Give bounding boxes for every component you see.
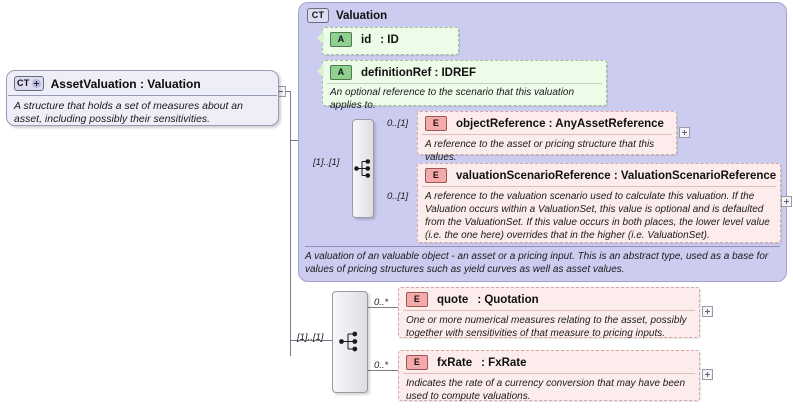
element-badge-icon-2: E [425,168,447,183]
cardinality-valuationscenarioreference: 0..[1] [387,191,409,202]
plus-icon [31,79,41,88]
cardinality-objectreference: 0..[1] [387,118,409,129]
element-doc-valuationscenarioreference: A reference to the valuation scenario us… [425,191,770,241]
valuation-group-name: Valuation [336,9,388,22]
expand-valuationscenarioreference-icon[interactable] [781,196,792,207]
root-type-name: AssetValuation : Valuation [50,76,201,91]
connector-seq2-to-quote [368,307,398,308]
cardinality-sequence-2: [1]..[1] [297,332,324,343]
element-row-valuationscenarioreference: E valuationScenarioReference : Valuation… [418,164,780,186]
element-box-quote[interactable]: E quote : Quotation One or more numerica… [398,287,700,339]
element-badge-icon-4: E [406,355,428,370]
element-row-objectreference: E objectReference : AnyAssetReference [418,112,676,134]
element-type-fxrate: : FxRate [481,356,527,369]
sequence-icon [354,159,371,178]
element-box-objectreference[interactable]: E objectReference : AnyAssetReference A … [417,111,677,163]
expand-objectreference-icon[interactable] [679,127,690,138]
root-divider [8,95,277,96]
element-divider-fxrate [403,373,695,374]
attribute-badge-icon: A [330,32,352,47]
element-box-fxrate[interactable]: E fxRate : FxRate Indicates the rate of … [398,350,700,402]
complextype-badge-icon: CT [14,76,44,91]
root-type-title-row: CT AssetValuation : Valuation [7,71,278,95]
cardinality-fxrate: 0..* [374,360,389,371]
element-name-fxrate: fxRate [437,356,473,369]
root-type-box[interactable]: CT AssetValuation : Valuation A structur… [6,70,279,126]
element-box-valuationscenarioreference[interactable]: E valuationScenarioReference : Valuation… [417,163,781,243]
element-row-quote: E quote : Quotation [399,288,699,310]
attribute-type-id: : ID [380,33,399,46]
expand-fxrate-icon[interactable] [702,369,713,380]
element-badge-icon: E [425,116,447,131]
element-doc-fxrate: Indicates the rate of a currency convers… [406,378,686,402]
element-divider-valuationscenarioreference [422,186,776,187]
connector-trunk-main [290,91,291,356]
valuation-group-documentation: A valuation of an valuable object - an a… [305,246,780,276]
element-divider-objectreference [422,134,672,135]
element-type-quote: : Quotation [477,293,539,306]
attribute-name-id: id [361,33,372,46]
complextype-badge-icon-group: CT [307,8,329,23]
connector-seq2-to-fxrate [368,370,398,371]
sequence-compositor-2[interactable] [332,291,368,393]
element-name-objectreference: objectReference : AnyAssetReference [456,117,664,130]
sequence-compositor-1[interactable] [352,119,374,218]
root-type-documentation: A structure that holds a set of measures… [14,100,243,126]
attribute-row-id: A id : ID [323,28,458,50]
element-divider-quote [403,310,695,311]
element-doc-objectreference: A reference to the asset or pricing stru… [425,139,655,163]
attribute-box-id[interactable]: A id : ID [317,27,459,55]
valuation-group-header: CT Valuation [299,3,786,26]
element-row-fxrate: E fxRate : FxRate [399,351,699,373]
attribute-box-definitionref[interactable]: A definitionRef : IDREF An optional refe… [317,60,607,111]
expand-quote-icon[interactable] [702,306,713,317]
element-name-quote: quote [437,293,469,306]
attribute-nub-id [317,31,324,45]
element-name-valuationscenarioreference: valuationScenarioReference : ValuationSc… [456,169,777,182]
attribute-name-definitionref: definitionRef : IDREF [361,66,476,79]
cardinality-sequence-1: [1]..[1] [313,157,340,168]
element-badge-icon-3: E [406,292,428,307]
connector-trunk-to-seq2 [290,340,332,341]
attribute-doc-definitionref: An optional reference to the scenario th… [330,87,575,111]
attribute-divider-definitionref [327,83,602,84]
attribute-nub-definitionref [317,64,324,78]
cardinality-quote: 0..* [374,297,389,308]
attribute-row-definitionref: A definitionRef : IDREF [323,61,606,83]
attribute-badge-icon-2: A [330,65,352,80]
element-doc-quote: One or more numerical measures relating … [406,315,687,339]
sequence-icon-2 [339,331,358,352]
